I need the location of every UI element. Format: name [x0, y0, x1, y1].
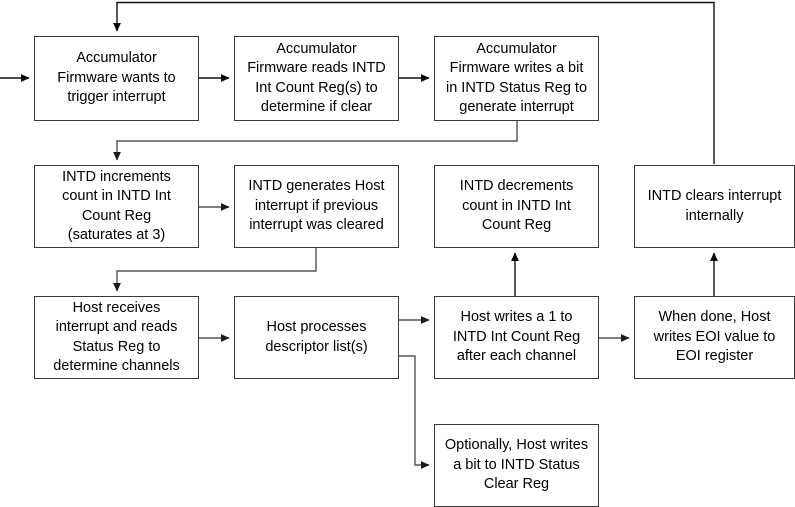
node-intd-clears-interrupt-internally[interactable]: INTD clears interrupt internally: [634, 165, 795, 248]
node-host-writes-eoi[interactable]: When done, Host writes EOI value to EOI …: [634, 296, 795, 379]
node-accumulator-writes-status[interactable]: Accumulator Firmware writes a bit in INT…: [434, 36, 599, 121]
node-host-writes-status-clear[interactable]: Optionally, Host writes a bit to INTD St…: [434, 424, 599, 507]
edge-generates-to-host-receives: [113, 248, 317, 292]
node-intd-increments-count[interactable]: INTD increments count in INTD Int Count …: [34, 165, 199, 248]
node-intd-generates-host-interrupt[interactable]: INTD generates Host interrupt if previou…: [234, 165, 399, 248]
edge-acc-writes-to-intd-increments: [113, 121, 518, 161]
node-host-processes-descriptors[interactable]: Host processes descriptor list(s): [234, 296, 399, 379]
node-accumulator-wants-trigger[interactable]: Accumulator Firmware wants to trigger in…: [34, 36, 199, 121]
node-intd-decrements-count[interactable]: INTD decrements count in INTD Int Count …: [434, 165, 599, 248]
node-accumulator-reads-count[interactable]: Accumulator Firmware reads INTD Int Coun…: [234, 36, 399, 121]
node-host-receives-interrupt[interactable]: Host receives interrupt and reads Status…: [34, 296, 199, 379]
edge-processes-to-status-clear: [399, 355, 430, 469]
edge-intd-clears-to-acc-wants-loop: [113, 1, 715, 164]
node-host-writes-one-to-count-reg[interactable]: Host writes a 1 to INTD Int Count Reg af…: [434, 296, 599, 379]
